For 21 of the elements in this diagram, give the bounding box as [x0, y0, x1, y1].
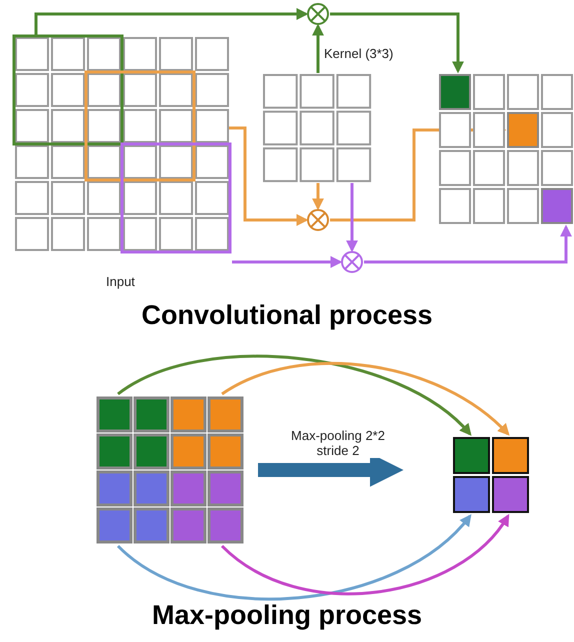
- multiply-symbol: [306, 2, 330, 26]
- arrow: [346, 183, 358, 252]
- section-heading: Max-pooling process: [152, 600, 422, 631]
- arrow: [312, 183, 324, 210]
- arrow: [221, 362, 510, 436]
- multiply-symbol: [340, 250, 364, 274]
- arrow: [232, 256, 342, 268]
- arrow: [221, 514, 510, 596]
- section-heading: Convolutional process: [141, 300, 433, 331]
- pooling-input-grid: [96, 396, 244, 544]
- input-label: Input: [106, 274, 135, 289]
- arrow: [34, 8, 308, 36]
- multiply-symbol: [306, 208, 330, 232]
- arrow: [312, 24, 324, 73]
- arrow: [117, 354, 472, 436]
- output-grid: [438, 73, 574, 225]
- arrow: [330, 12, 464, 74]
- pooled-output-grid: [452, 436, 530, 514]
- arrow: [364, 224, 572, 264]
- kernel-label: Kernel (3*3): [324, 46, 394, 61]
- arrow: [117, 514, 472, 600]
